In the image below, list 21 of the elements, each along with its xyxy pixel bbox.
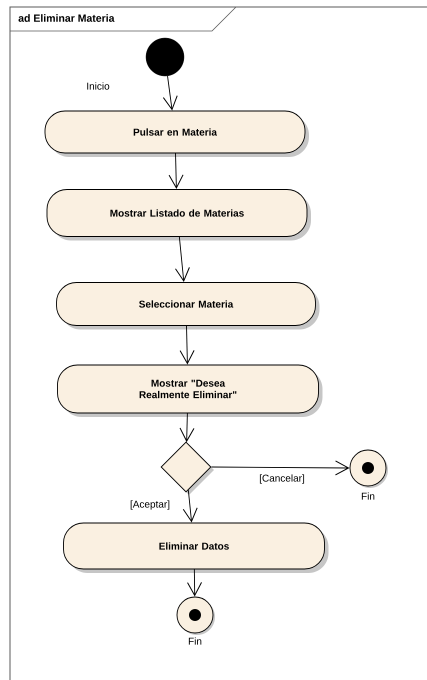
action-box: Mostrar Listado de Materias	[46, 189, 311, 240]
diagram-title: ad Eliminar Materia	[18, 14, 115, 22]
action-box: Seleccionar Materia	[56, 282, 320, 330]
edge-label: [Cancelar]	[258, 473, 306, 485]
action-box: Mostrar "Desea Realmente Eliminar"	[57, 364, 322, 417]
arrow	[180, 413, 194, 442]
arrow	[180, 326, 195, 365]
text-label: Inicio	[87, 82, 110, 90]
node-caption: Fin	[188, 637, 202, 645]
action-box: Eliminar Datos	[63, 522, 328, 573]
arrow	[168, 153, 184, 190]
node-caption: Fin	[362, 492, 374, 500]
arrow	[182, 490, 198, 523]
arrow	[174, 236, 190, 282]
action-box: Pulsar en Materia	[44, 110, 309, 157]
start-dot	[146, 38, 184, 76]
arrow	[187, 569, 202, 597]
edge-label: [Aceptar]	[129, 499, 171, 511]
arrow	[211, 460, 350, 476]
arrow	[162, 76, 178, 111]
decision-diamond	[160, 442, 214, 495]
